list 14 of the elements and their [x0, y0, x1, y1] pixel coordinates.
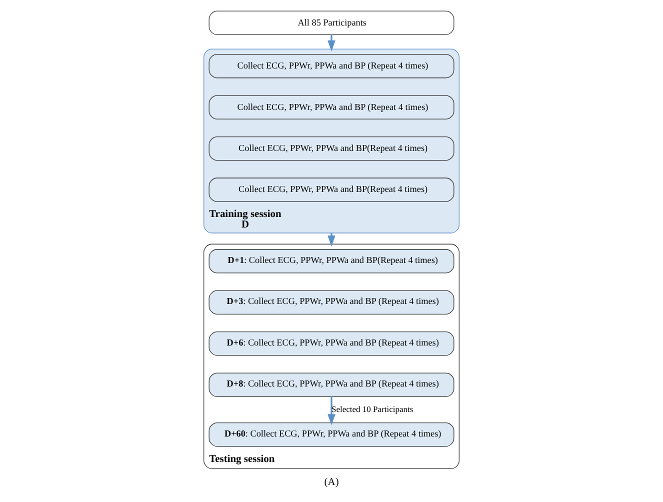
- node-box: All 85 Participants: [208, 10, 454, 35]
- node-box: Collect ECG, PPWr, PPWa and BP(Repeat 4 times): [208, 136, 454, 161]
- node-box: D+3: Collect ECG, PPWr, PPWa and BP (Repeat 4 times): [208, 290, 454, 314]
- node-box: Collect ECG, PPWr, PPWa and BP (Repeat 4 times): [208, 54, 454, 78]
- arrow: [328, 396, 336, 426]
- edge-label: Selected 10 Participants: [332, 404, 414, 414]
- caption: (A): [324, 476, 339, 488]
- node-box: D+6: Collect ECG, PPWr, PPWa and BP (Repeat 4 times): [208, 332, 454, 356]
- arrow: [328, 34, 336, 52]
- node-box: D+60: Collect ECG, PPWr, PPWa and BP (Repeat 4 times): [208, 422, 454, 447]
- node-box: D+1: Collect ECG, PPWr, PPWa and BP(Repeat 4 times): [208, 249, 454, 274]
- node-box: Collect ECG, PPWr, PPWa and BP (Repeat 4 times): [208, 95, 454, 120]
- node-box: Collect ECG, PPWr, PPWa and BP(Repeat 4 times): [208, 178, 454, 202]
- node-box: D+8: Collect ECG, PPWr, PPWa and BP (Repeat 4 times): [208, 372, 454, 397]
